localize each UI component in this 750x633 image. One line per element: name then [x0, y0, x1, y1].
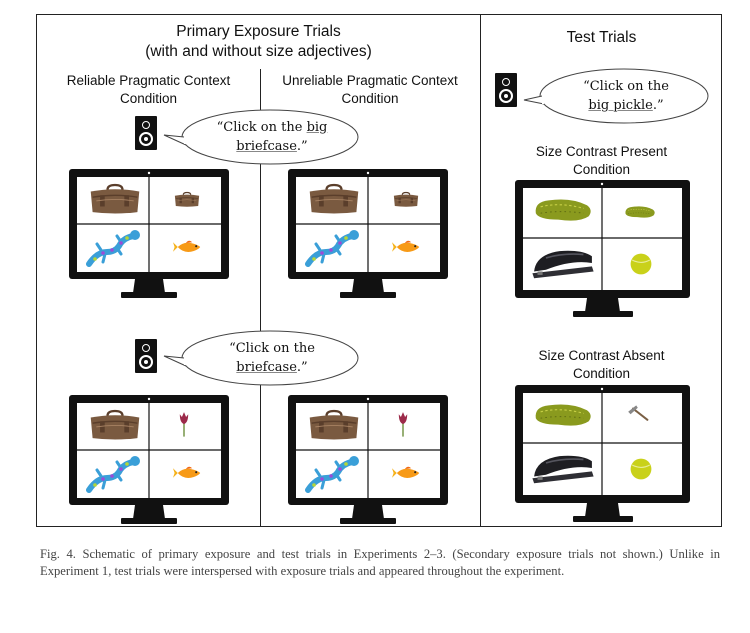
exposure-subtitle: (with and without size adjectives) — [145, 43, 372, 60]
reliable-condition-label-2: Condition — [119, 91, 178, 106]
figure-panel: Primary Exposure Trials (with and withou… — [36, 14, 722, 527]
utterance-end: .” — [652, 98, 664, 113]
tennis-ball-image — [630, 253, 652, 275]
tennis-ball-image — [630, 458, 652, 480]
utterance-noun: big pickle — [588, 98, 653, 113]
utterance-noun: briefcase — [236, 360, 297, 375]
panel-divider — [480, 15, 482, 526]
speaker-icon — [135, 339, 157, 373]
utterance-end: .” — [296, 139, 308, 154]
utterance-text: “Click on the — [216, 120, 307, 135]
speech-bubble: “Click on the big briefcase.” — [162, 107, 362, 167]
reliable-condition-label: Reliable Pragmatic Context — [66, 73, 231, 88]
utterance-adjective: big — [306, 120, 328, 135]
monitor-display — [515, 385, 690, 522]
test-trials-title: Test Trials — [566, 29, 637, 46]
absent-condition-label: Size Contrast Absent — [538, 348, 665, 363]
present-condition-label: Size Contrast Present — [535, 144, 668, 159]
present-condition-label-2: Condition — [572, 162, 631, 177]
speaker-icon — [135, 116, 157, 150]
speaker-icon — [495, 73, 517, 107]
monitor-display — [288, 395, 448, 524]
exposure-title: Primary Exposure Trials — [176, 23, 341, 40]
utterance-end: .” — [296, 360, 308, 375]
unreliable-condition-label-2: Condition — [341, 91, 399, 106]
utterance-text: “Click on the — [229, 341, 315, 356]
speech-bubble: “Click on the briefcase.” — [162, 328, 362, 388]
utterance-noun: briefcase — [236, 139, 297, 154]
speech-bubble: “Click on the big pickle.” — [522, 66, 712, 126]
monitor-display — [69, 169, 229, 298]
monitor-display — [69, 395, 229, 524]
utterance-text: “Click on the — [583, 79, 669, 94]
absent-condition-label-2: Condition — [572, 366, 631, 381]
monitor-display — [515, 180, 690, 317]
unreliable-condition-label: Unreliable Pragmatic Context — [282, 73, 458, 88]
monitor-display — [288, 169, 448, 298]
figure-caption: Fig. 4. Schematic of primary exposure an… — [40, 547, 720, 578]
condition-divider — [260, 69, 262, 526]
